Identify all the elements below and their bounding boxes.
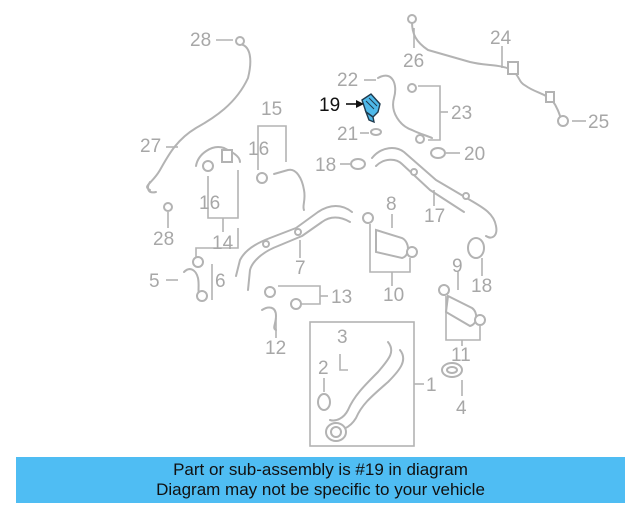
callout-2: 2: [318, 358, 329, 379]
callout-19: 19: [319, 95, 340, 116]
info-banner: Part or sub-assembly is #19 in diagram D…: [16, 457, 625, 503]
callout-28a: 28: [190, 30, 211, 51]
callout-13: 13: [331, 287, 352, 308]
pipe-24: [407, 14, 569, 127]
callout-5: 5: [149, 271, 160, 292]
callout-10: 10: [383, 285, 404, 306]
hose-16: [195, 146, 306, 211]
o-ring-18b: [467, 237, 485, 259]
clamp-20: [430, 147, 446, 159]
parts-diagram: 28 24 26 22 19 15 23 25 21 27 16 20 18 1…: [140, 14, 609, 447]
callout-27: 27: [140, 136, 161, 157]
callout-14: 14: [212, 233, 234, 254]
callout-15: 15: [261, 99, 282, 120]
callout-17: 17: [424, 206, 445, 227]
pipe-7: [235, 205, 353, 291]
part-8: [362, 212, 418, 260]
callout-6: 6: [215, 271, 226, 292]
callout-1: 1: [426, 375, 437, 396]
callout-16a: 16: [248, 139, 269, 160]
callout-3: 3: [337, 327, 348, 348]
hose-27: [146, 36, 252, 212]
callout-22: 22: [337, 70, 358, 91]
o-ring-21: [370, 128, 382, 136]
part-12: [261, 286, 302, 331]
part-9: [438, 284, 486, 328]
part-4: [441, 362, 463, 378]
banner-line-1: Part or sub-assembly is #19 in diagram: [173, 460, 468, 479]
callout-16b: 16: [199, 193, 220, 214]
callout-4: 4: [456, 398, 467, 419]
callout-28b: 28: [153, 229, 174, 250]
callout-8: 8: [386, 194, 397, 215]
callout-9: 9: [452, 256, 463, 277]
part-5: [183, 256, 208, 302]
pipe-17: [371, 147, 498, 239]
callout-21: 21: [337, 124, 358, 145]
callout-11: 11: [451, 345, 471, 366]
callout-20: 20: [464, 144, 485, 165]
callout-23: 23: [451, 103, 472, 124]
callout-7: 7: [295, 258, 306, 279]
hose-22: [377, 74, 433, 144]
callout-25: 25: [588, 112, 609, 133]
hose-3: [325, 341, 405, 442]
callout-26: 26: [403, 51, 424, 72]
o-ring-2: [317, 393, 331, 411]
callout-18a: 18: [315, 155, 336, 176]
callout-12: 12: [265, 338, 286, 359]
sub-assembly-box-1: [309, 321, 415, 447]
callout-18b: 18: [471, 276, 492, 297]
part-19-highlighted: [361, 93, 381, 124]
banner-line-2: Diagram may not be specific to your vehi…: [156, 480, 485, 499]
callout-24: 24: [490, 28, 512, 49]
o-ring-18: [350, 158, 366, 170]
